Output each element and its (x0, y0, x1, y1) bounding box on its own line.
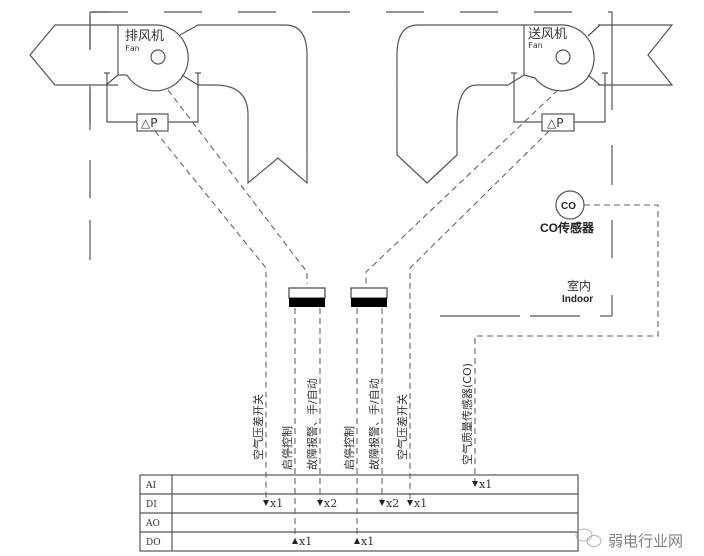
exhaust-starter (288, 287, 326, 307)
io-row-ao: AO (145, 519, 160, 529)
supply-fan: 送风机 Fan △P (511, 27, 608, 132)
supply-dp-label: △P (547, 116, 563, 130)
supply-fan-subtitle: Fan (528, 41, 543, 50)
co-sensor-label: CO传感器 (540, 220, 595, 235)
exhaust-fan-title: 排风机 (125, 29, 164, 44)
arrow-up-icon (292, 538, 298, 544)
signal-label-exhaust-fault: 故障报警、手/自动 (305, 378, 319, 470)
supply-dp-switch (541, 113, 575, 132)
arrow-down-icon (407, 500, 413, 506)
exhaust-dp-label: △P (141, 116, 157, 130)
io-count: x1 (479, 478, 492, 491)
exhaust-duct (29, 24, 308, 185)
signal-label-supply-start-stop: 启停控制 (342, 426, 356, 470)
watermark-text: 弱电行业网 (608, 532, 683, 550)
io-table: AI DI AO DO (139, 474, 579, 552)
indoor-boundary (89, 11, 613, 317)
indoor-label: 室内 Indoor (562, 278, 593, 305)
io-count: x2 (386, 497, 399, 510)
io-count: x1 (361, 535, 374, 548)
supply-fan-title: 送风机 (528, 27, 567, 42)
signal-wiring (154, 89, 659, 540)
io-count: x1 (414, 497, 427, 510)
co-sensor-symbol: CO (561, 201, 576, 212)
arrow-up-icon (354, 538, 360, 544)
supply-duct (396, 24, 674, 184)
io-row-ai: AI (145, 481, 156, 491)
supply-starter (350, 287, 388, 307)
wechat-icon (575, 528, 602, 547)
io-points: x1 x1 x2 x1 x2 x1 x1 (263, 478, 492, 548)
exhaust-dp-switch (136, 113, 169, 132)
exhaust-fan: 排风机 Fan △P (104, 29, 201, 132)
signal-label-exhaust-dp: 空气压差开关 (251, 394, 265, 460)
io-row-di: DI (146, 500, 157, 510)
arrow-down-icon (379, 500, 385, 506)
watermark: 弱电行业网 (575, 528, 683, 550)
io-count: x1 (299, 535, 312, 548)
io-row-do: DO (146, 538, 161, 548)
signal-labels: 空气压差开关 启停控制 故障报警、手/自动 启停控制 故障报警、手/自动 空气压… (251, 363, 474, 470)
signal-label-supply-dp: 空气压差开关 (395, 394, 409, 460)
io-count: x1 (270, 497, 283, 510)
signal-label-supply-fault: 故障报警、手/自动 (367, 378, 381, 470)
arrow-down-icon (263, 500, 269, 506)
indoor-label-en: Indoor (562, 294, 593, 305)
signal-label-exhaust-start-stop: 启停控制 (280, 426, 294, 470)
signal-label-co-sensor: 空气质量传感器(CO) (460, 363, 474, 465)
exhaust-fan-subtitle: Fan (125, 44, 140, 53)
arrow-down-icon (472, 481, 478, 487)
co-sensor: CO CO传感器 (540, 190, 595, 235)
indoor-label-cn: 室内 (567, 278, 591, 293)
fan-rotor-icon (150, 49, 166, 65)
io-count: x2 (324, 497, 337, 510)
arrow-down-icon (317, 500, 323, 506)
fan-rotor-icon (555, 49, 571, 65)
